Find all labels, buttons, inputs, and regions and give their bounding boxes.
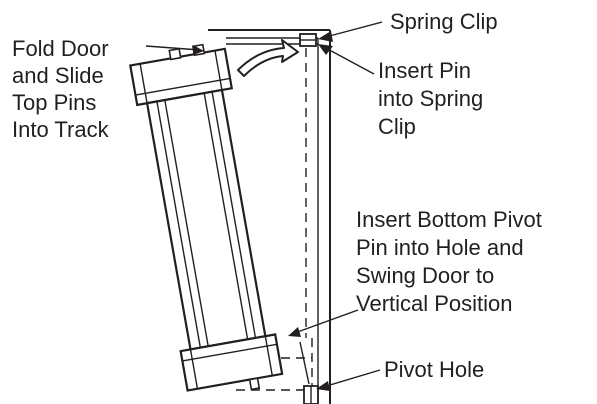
leader-lines	[145, 21, 383, 391]
pivot-hole-label: Pivot Hole	[384, 357, 484, 382]
insert-pin-label: Insert Pin into Spring Clip	[378, 58, 489, 139]
spring-clip-label: Spring Clip	[390, 9, 498, 34]
fold-door-label: Fold Door and Slide Top Pins Into Track	[12, 36, 115, 142]
curved-arrow-icon	[237, 39, 299, 77]
bifold-door-panel	[129, 43, 284, 392]
door-frame	[208, 29, 331, 404]
top-track	[226, 33, 318, 47]
insert-bottom-pivot-label: Insert Bottom Pivot Pin into Hole and Sw…	[356, 207, 548, 316]
pivot-hole	[303, 385, 319, 404]
